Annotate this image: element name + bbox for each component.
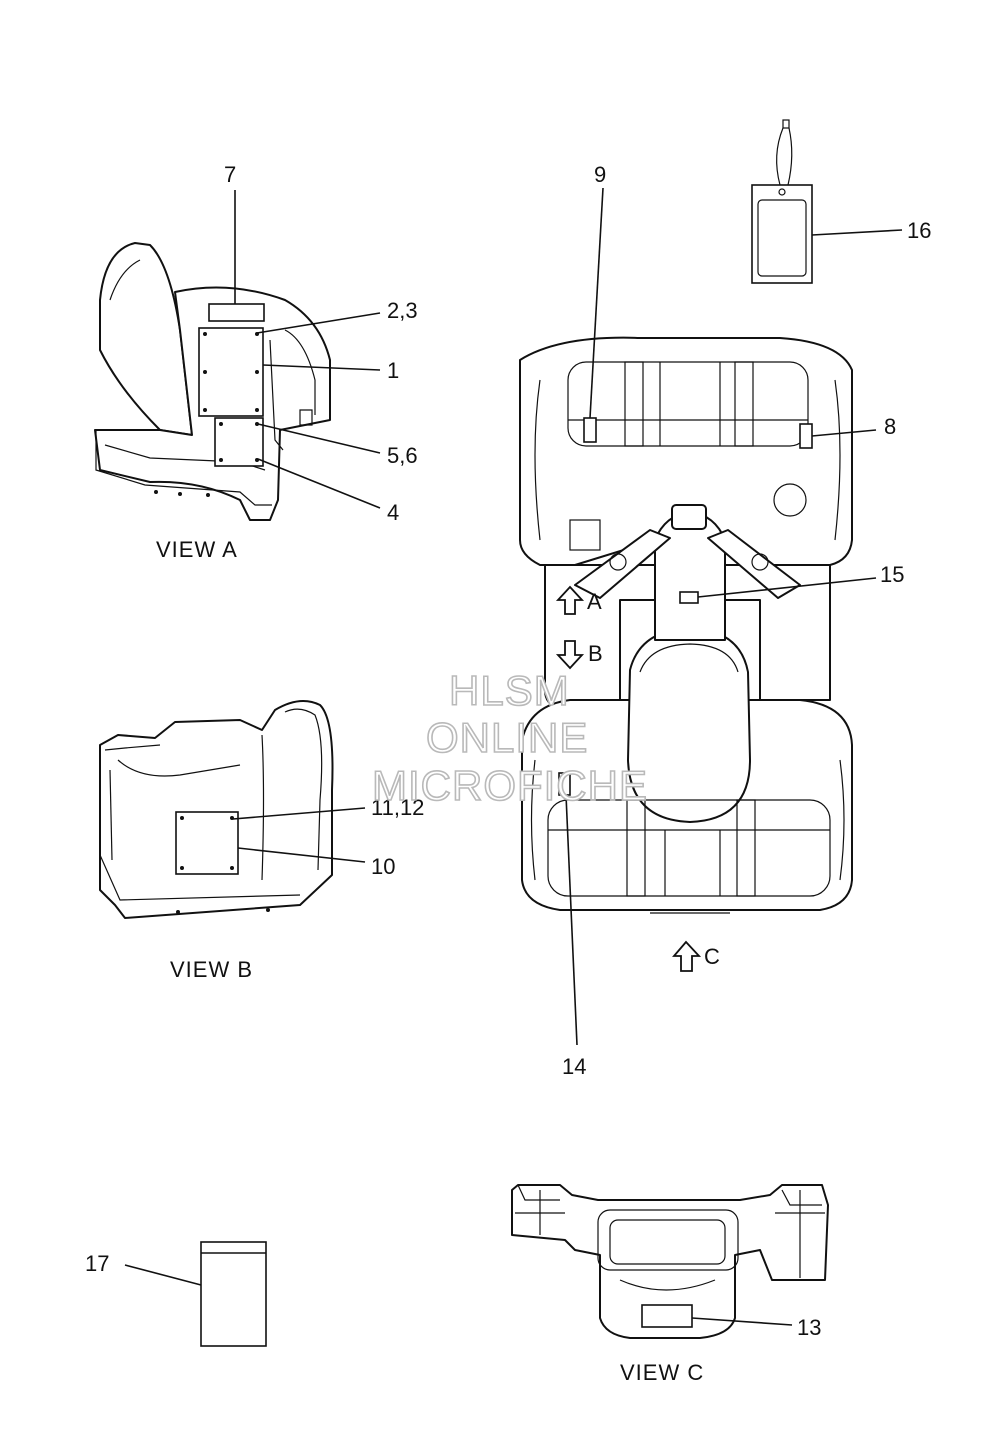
- view-c-caption: VIEW C: [620, 1360, 704, 1385]
- label-13-plate: [641, 1304, 693, 1328]
- view-c-rear-drawing: [511, 1184, 829, 1339]
- atv-top-view-drawing: [519, 336, 853, 914]
- view-b-caption: VIEW B: [170, 957, 253, 982]
- hang-tag-16: [751, 119, 813, 284]
- callout-13: 13: [797, 1315, 821, 1340]
- label-17-booklet: [200, 1241, 267, 1347]
- callout-10: 10: [371, 854, 395, 879]
- callout-2-3: 2,3: [387, 298, 418, 323]
- leader-5-6: [257, 423, 381, 454]
- label-1-plate: [198, 327, 264, 417]
- svg-text:ONLINE: ONLINE: [426, 714, 588, 761]
- svg-text:C: C: [704, 944, 720, 969]
- leader-11-12: [232, 807, 366, 820]
- leader-1: [262, 364, 381, 371]
- callout-15: 15: [880, 562, 904, 587]
- leader-15: [697, 577, 877, 598]
- leader-14: [565, 794, 578, 1046]
- direction-arrow-b: B: [555, 640, 603, 670]
- callout-7: 7: [224, 162, 236, 187]
- label-7-plate: [208, 303, 265, 322]
- callout-14: 14: [562, 1054, 586, 1079]
- label-8-plate: [799, 423, 813, 449]
- leader-2-3: [256, 312, 381, 334]
- label-4-plate: [214, 417, 264, 467]
- watermark: HLSM ONLINE MICROFICHE: [371, 666, 648, 810]
- svg-text:B: B: [588, 641, 603, 666]
- callout-11-12: 11,12: [371, 795, 424, 820]
- leader-8: [811, 429, 877, 437]
- label-9-plate: [583, 417, 597, 443]
- callout-9: 9: [594, 162, 606, 187]
- svg-text:A: A: [587, 589, 602, 614]
- leader-16: [811, 229, 903, 236]
- callout-16: 16: [907, 218, 931, 243]
- leader-17: [124, 1264, 202, 1286]
- leader-9: [589, 187, 604, 419]
- leader-4: [257, 458, 381, 509]
- callout-17: 17: [85, 1251, 109, 1276]
- callout-4: 4: [387, 500, 399, 525]
- leader-13: [691, 1317, 793, 1326]
- label-14-plate: [558, 772, 571, 796]
- label-15-plate: [679, 591, 699, 604]
- callout-1: 1: [387, 358, 399, 383]
- callout-8: 8: [884, 414, 896, 439]
- view-a-caption: VIEW A: [156, 537, 238, 562]
- direction-arrow-c: C: [672, 940, 720, 972]
- label-10-plate: [175, 811, 239, 875]
- callout-5-6: 5,6: [387, 443, 418, 468]
- svg-text:MICROFICHE: MICROFICHE: [372, 762, 648, 809]
- direction-arrow-a: A: [555, 585, 602, 615]
- view-b-fender-drawing: [99, 700, 334, 919]
- leader-10: [237, 847, 366, 863]
- svg-text:HLSM: HLSM: [449, 667, 570, 714]
